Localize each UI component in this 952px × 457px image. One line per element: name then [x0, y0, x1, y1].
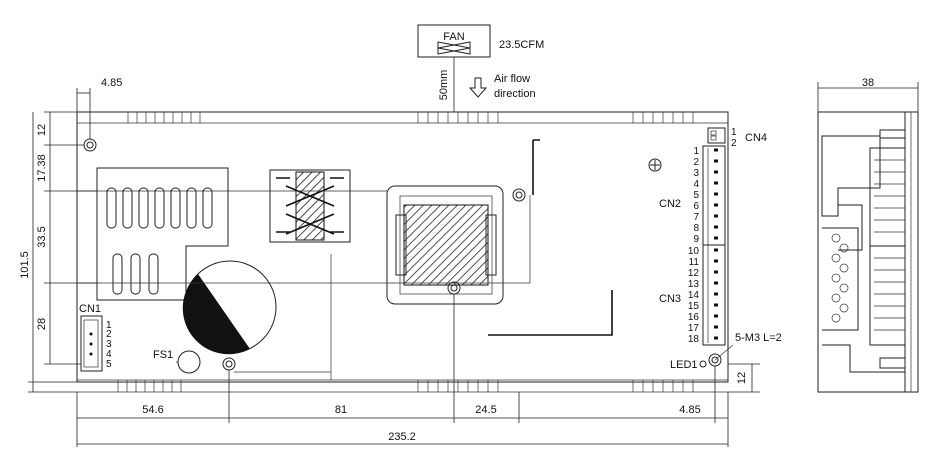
airflow-text-1: Air flow	[494, 73, 530, 85]
pin-marker	[714, 214, 718, 218]
pin-number: 15	[688, 301, 700, 312]
fuse-label: FS1	[153, 349, 173, 361]
svg-text:1: 1	[106, 320, 112, 331]
screw-icon	[512, 188, 526, 202]
pin-marker	[714, 159, 718, 163]
transformer-large	[386, 185, 504, 305]
led-label: LED1	[670, 359, 698, 371]
pin-number: 5	[693, 190, 699, 201]
pin-number: 11	[689, 257, 700, 268]
pin-marker	[714, 248, 718, 252]
pin-marker	[714, 203, 718, 207]
fan-label: FAN	[443, 31, 464, 43]
pin-marker	[714, 225, 718, 229]
fan-cfm: 23.5CFM	[499, 39, 544, 51]
dim-right-12: 12	[736, 372, 748, 384]
airflow-text-2: direction	[494, 88, 536, 100]
pin-marker	[714, 270, 718, 274]
pin-number: 12	[688, 268, 700, 279]
pin-number: 16	[688, 312, 700, 323]
cn3-label: CN3	[659, 293, 681, 305]
pin-number: 9	[693, 234, 699, 245]
cn4-pin-2: 2	[731, 138, 737, 149]
mount-leader	[714, 344, 734, 361]
pin-number: 3	[693, 168, 699, 179]
board-outline	[76, 111, 729, 383]
led-icon	[699, 360, 707, 368]
fan-icon	[437, 41, 471, 55]
svg-text:5: 5	[106, 359, 112, 370]
trimmer-icon	[648, 158, 662, 172]
pin-marker	[714, 281, 718, 285]
dim-bottom-81: 81	[335, 404, 347, 416]
dim-height: 101.5	[19, 251, 31, 279]
dim-side-width: 38	[862, 77, 874, 89]
fan-distance: 50mm	[438, 70, 450, 101]
screw-icon	[83, 138, 97, 152]
pin-marker	[714, 325, 718, 329]
pin-marker	[714, 303, 718, 307]
pin-marker	[714, 181, 718, 185]
connector-cn1: CN1 1 2 3 4 5	[79, 303, 112, 372]
screw-icon	[222, 357, 236, 371]
cn2-label: CN2	[659, 198, 681, 210]
pin-number: 1	[693, 146, 699, 157]
top-vents	[127, 112, 694, 123]
fan-block: FAN 23.5CFM 50mm Air flow direction	[417, 24, 544, 112]
pin-marker	[714, 259, 718, 263]
pin-number: 10	[688, 246, 700, 257]
dimensions: 4.85 12 17.38 33.5 28 101.5 12 54.6 81 2…	[19, 77, 760, 447]
dim-left-12: 12	[36, 124, 48, 136]
svg-text:2: 2	[106, 329, 112, 340]
dim-bottom-54-6: 54.6	[142, 404, 163, 416]
airflow-arrow-icon	[468, 77, 488, 98]
pin-number: 2	[693, 157, 699, 168]
mounting-holes	[83, 138, 722, 371]
connector-cn4: 1 2 CN4	[707, 127, 767, 149]
cn4-label: CN4	[745, 132, 767, 144]
pin-marker	[714, 170, 718, 174]
side-view: 38	[817, 77, 919, 393]
pin-number: 7	[693, 212, 699, 223]
pin-number: 13	[688, 279, 700, 290]
pin-number: 4	[693, 179, 699, 190]
fuse-body	[177, 350, 201, 374]
pin-number: 14	[688, 290, 700, 301]
dim-left-33-5: 33.5	[36, 226, 48, 247]
dim-bottom-24-5: 24.5	[475, 404, 496, 416]
dim-left-28: 28	[36, 318, 48, 330]
pin-marker	[714, 236, 718, 240]
transformer-small	[269, 169, 351, 243]
pin-marker	[714, 148, 718, 152]
dim-bottom-4-85: 4.85	[679, 404, 700, 416]
side-coil-icon	[831, 233, 849, 323]
dim-top-offset: 4.85	[101, 77, 122, 89]
bottom-vents	[117, 380, 694, 392]
pin-marker	[714, 192, 718, 196]
cn4-pin-1: 1	[731, 127, 737, 138]
svg-text:4: 4	[106, 349, 112, 360]
mount-label: 5-M3 L=2	[735, 332, 782, 344]
pin-number: 18	[688, 334, 700, 345]
dim-left-17-38: 17.38	[36, 154, 48, 182]
svg-text:3: 3	[106, 339, 112, 350]
capacitor	[182, 260, 277, 355]
board: FS1 LED1 5-M3 L=2 CN1 1 2 3 4 5 1 2	[76, 111, 782, 393]
cn1-pins: 1 2 3 4 5	[106, 320, 112, 370]
cn1-label: CN1	[79, 303, 101, 315]
pin-marker	[714, 336, 718, 340]
pin-marker	[714, 314, 718, 318]
pin-number: 17	[688, 323, 700, 334]
heatsink-left	[96, 167, 229, 301]
pin-number: 6	[693, 201, 699, 212]
internal-lines	[77, 139, 613, 380]
dim-width: 235.2	[388, 431, 416, 443]
pin-marker	[714, 292, 718, 296]
pin-number: 8	[693, 223, 699, 234]
